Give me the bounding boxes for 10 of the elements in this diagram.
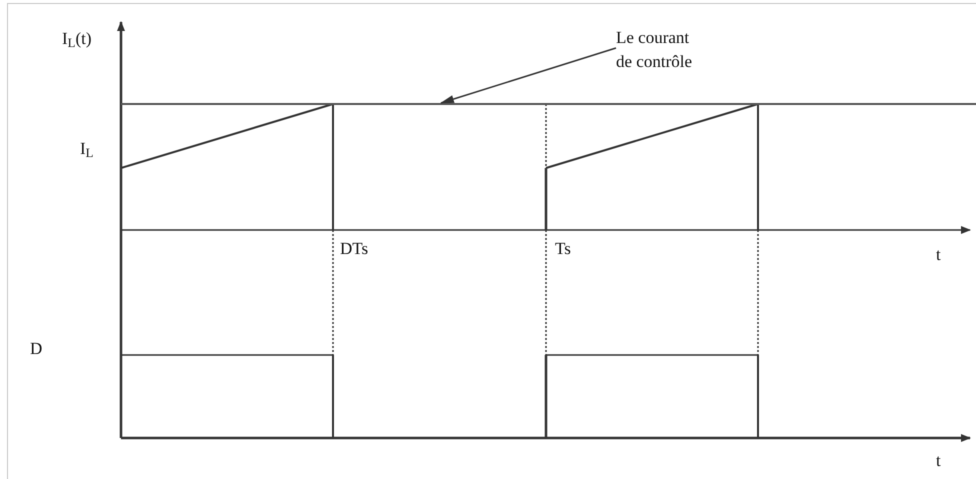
axis-label: t xyxy=(936,244,941,266)
axis-label: DTs xyxy=(340,238,368,260)
axis-label: Ts xyxy=(555,238,571,260)
control-current-line xyxy=(121,103,976,105)
axis-label: I$_{L}$ xyxy=(80,138,94,160)
axis-label: I$_{L}$(t) xyxy=(62,28,92,50)
axis-label: t xyxy=(936,450,941,472)
callout-text: Le courant de contrôle xyxy=(616,27,693,73)
axis-label: D xyxy=(30,338,42,360)
leader-line xyxy=(440,47,616,104)
